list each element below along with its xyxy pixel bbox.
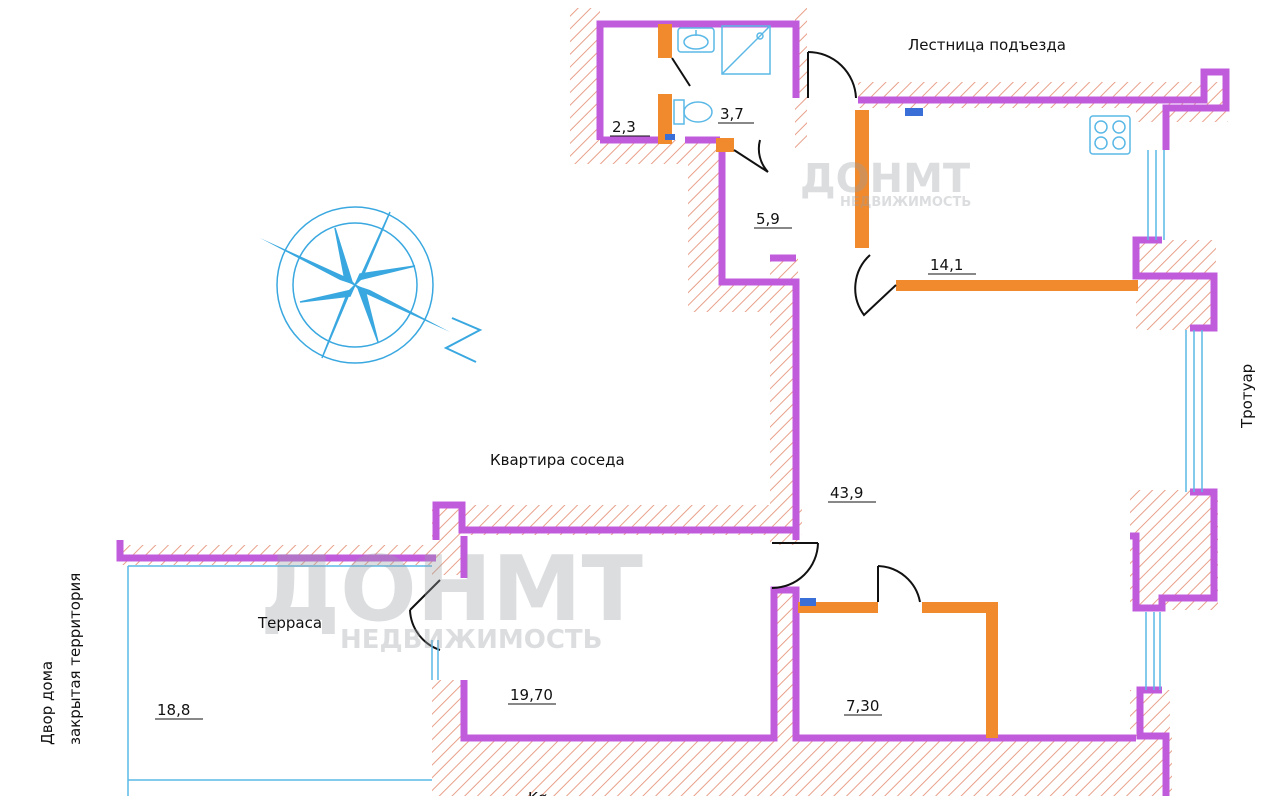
compass-rose-icon bbox=[260, 206, 483, 364]
label-terrace: Терраса bbox=[257, 614, 322, 632]
doors bbox=[409, 50, 921, 651]
area-terrace: 18,8 bbox=[157, 701, 190, 719]
watermark-logo: ДОНМТ НЕДВИЖИМОСТЬ ДОНМТ НЕДВИЖИМОСТЬ bbox=[260, 156, 971, 655]
toilet-icon bbox=[673, 99, 713, 125]
hatched-walls bbox=[120, 8, 1228, 796]
label-neighbor: Квартира соседа bbox=[490, 451, 625, 469]
area-bedroom: 19,70 bbox=[510, 686, 553, 704]
area-bathroom: 3,7 bbox=[720, 105, 744, 123]
area-kitchen: 14,1 bbox=[930, 256, 963, 274]
area-living: 43,9 bbox=[830, 484, 863, 502]
shower-icon bbox=[721, 25, 771, 75]
socket-icon bbox=[665, 108, 923, 606]
watermark-sub-large: НЕДВИЖИМОСТЬ bbox=[340, 625, 602, 655]
windows bbox=[127, 150, 1203, 796]
sink-icon bbox=[677, 27, 715, 53]
fixtures bbox=[665, 25, 1131, 606]
exterior-walls bbox=[116, 20, 1230, 796]
stove-icon bbox=[1089, 115, 1131, 155]
label-stairwell: Лестница подъезда bbox=[908, 36, 1066, 54]
area-storage: 7,30 bbox=[846, 697, 879, 715]
area-hall: 5,9 bbox=[756, 210, 780, 228]
watermark-brand-small: ДОНМТ bbox=[800, 156, 971, 202]
label-bottom-partial: Kø bbox=[528, 789, 547, 796]
area-toilet: 2,3 bbox=[612, 118, 636, 136]
watermark-brand-large: ДОНМТ bbox=[260, 537, 643, 642]
text-labels: Лестница подъезда Квартира соседа Террас… bbox=[38, 36, 1256, 796]
label-yard-2: закрытая территория bbox=[66, 573, 84, 745]
area-labels: 2,3 3,7 5,9 14,1 43,9 19,70 7,30 18,8 bbox=[155, 105, 976, 720]
label-sidewalk: Тротуар bbox=[1238, 364, 1256, 429]
watermark-sub-small: НЕДВИЖИМОСТЬ bbox=[840, 195, 971, 210]
partitions bbox=[658, 24, 1138, 738]
label-yard-1: Двор дома bbox=[38, 661, 56, 745]
